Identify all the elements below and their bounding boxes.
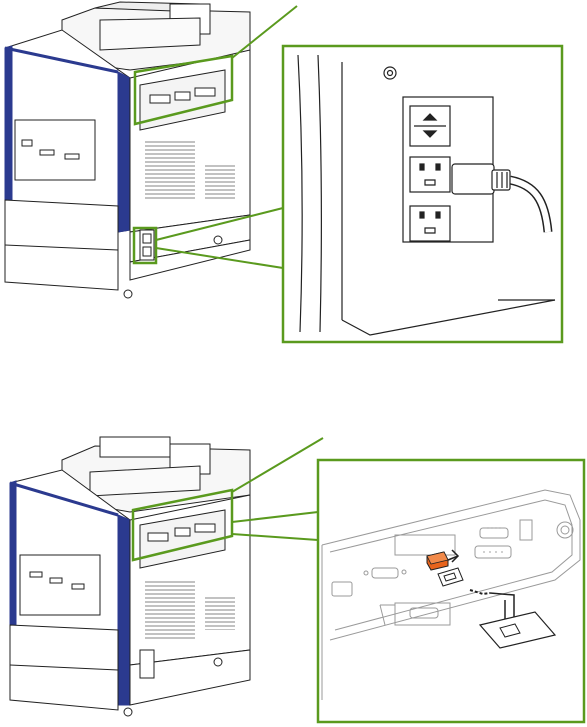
printer-icon [5,2,250,298]
figure-interface-connection [10,437,584,722]
figure-power-connection [5,2,562,342]
printer-icon [10,437,250,716]
lower-power-inlet [410,206,450,241]
interface-detail-frame [318,460,584,722]
